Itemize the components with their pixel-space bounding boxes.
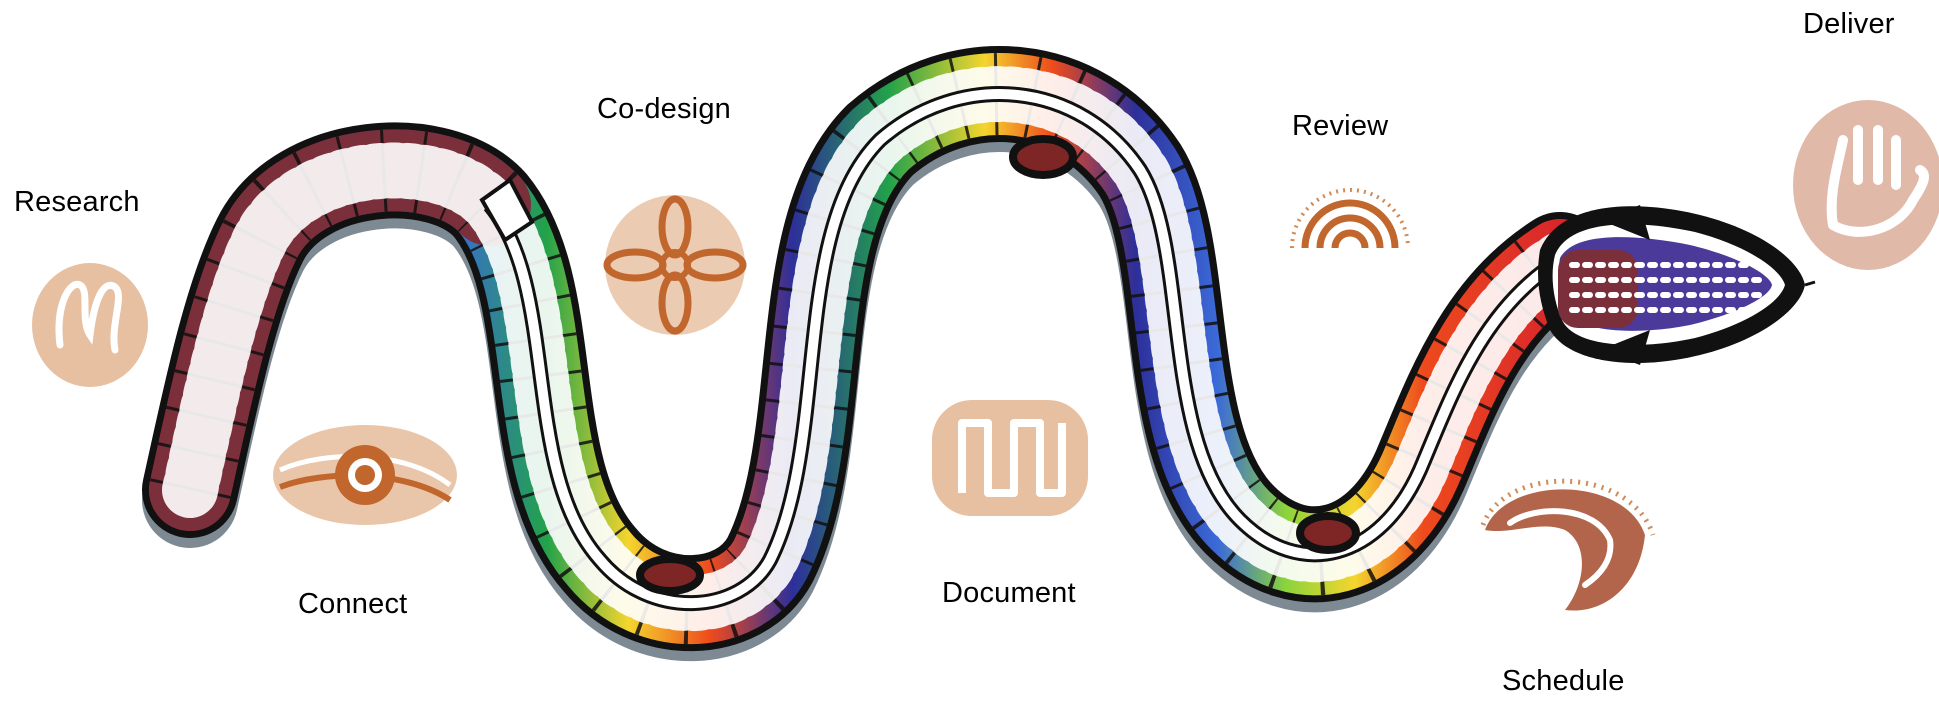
crescent-icon (1483, 481, 1653, 610)
stage-label-review: Review (1292, 110, 1388, 143)
body-oval-2 (1013, 139, 1073, 175)
head-maroon-base (1558, 250, 1638, 328)
hands-icon (32, 263, 148, 387)
snake-head (1538, 205, 1815, 365)
tongue (1805, 282, 1815, 285)
snake-body (190, 94, 1560, 613)
hand-print-icon (1793, 100, 1939, 270)
bars-icon (932, 400, 1088, 516)
stage-label-research: Research (14, 186, 140, 219)
rainbow-icon (1292, 190, 1408, 248)
eye-icon (273, 425, 457, 525)
body-oval-1 (640, 559, 700, 591)
stage-label-codesign: Co-design (597, 93, 731, 126)
stage-label-schedule: Schedule (1502, 665, 1625, 698)
body-oval-3 (1300, 516, 1356, 550)
stage-label-connect: Connect (298, 588, 407, 621)
stage-label-deliver: Deliver (1803, 8, 1895, 41)
stage-label-document: Document (942, 577, 1076, 610)
flower-icon (605, 195, 745, 335)
